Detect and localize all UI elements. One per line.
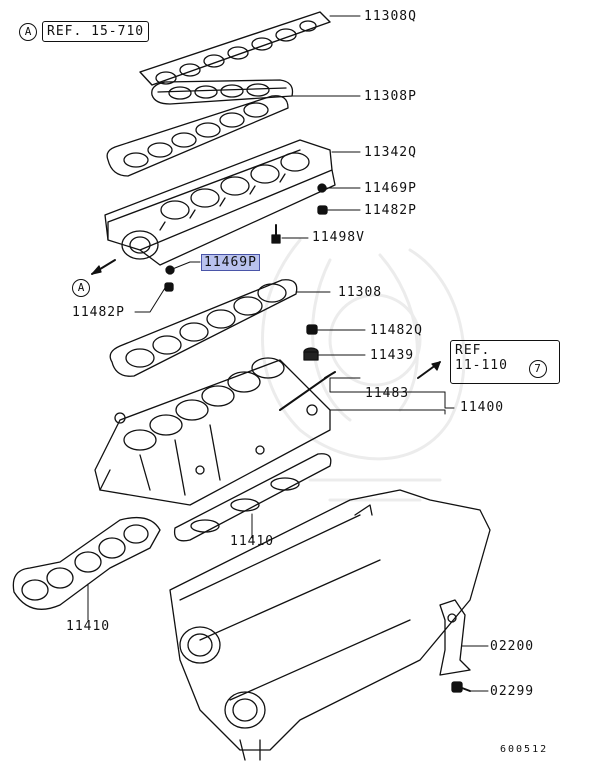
part-label-11482p-left[interactable]: 11482P (72, 305, 125, 320)
ref-15-710-box[interactable]: REF. 15-710 (42, 21, 150, 42)
part-label-11483[interactable]: 11483 (365, 386, 410, 401)
upper-intake-11342q-shape (104, 139, 336, 266)
gasket-11308-shape (109, 279, 298, 377)
lower-intake-11400-shape (94, 357, 331, 506)
gasket-11410-center-shape (173, 453, 332, 542)
part-label-11410-center[interactable]: 11410 (230, 534, 275, 549)
ref-7-circle: 7 (529, 360, 547, 378)
part-11482q-shape (306, 324, 318, 335)
engine-block-shape (169, 489, 491, 761)
part-label-11469p-right[interactable]: 11469P (364, 181, 417, 196)
part-label-11439[interactable]: 11439 (370, 348, 415, 363)
ref-11-110-line2: 11-110 (455, 358, 508, 373)
gasket-11308p-lower-shape (106, 95, 289, 177)
part-label-11498v[interactable]: 11498V (312, 230, 365, 245)
gasket-11410-left-shape (12, 516, 161, 610)
watermark-emblem (261, 238, 466, 502)
part-label-11469p-highlighted[interactable]: 11469P (201, 254, 260, 271)
part-label-11308q[interactable]: 11308Q (364, 9, 417, 24)
diagram-number: 600512 (500, 744, 549, 755)
ref-a-circle: A (19, 23, 37, 41)
bracket-02200-shape (439, 599, 471, 676)
part-label-11308[interactable]: 11308 (338, 285, 383, 300)
return-a-circle: A (72, 279, 90, 297)
part-label-02200[interactable]: 02200 (490, 639, 535, 654)
bolt-02299-shape (451, 681, 471, 693)
leader-lines (87, 15, 489, 692)
part-label-11410-left[interactable]: 11410 (66, 619, 111, 634)
part-label-11482p-right[interactable]: 11482P (364, 203, 417, 218)
small-parts-upper (164, 183, 328, 292)
gasket-11308q-shape (139, 11, 331, 86)
part-label-11342q[interactable]: 11342Q (364, 145, 417, 160)
ref-11-110-box[interactable]: REF. 11-110 7 (450, 340, 560, 384)
part-label-11308p[interactable]: 11308P (364, 89, 417, 104)
part-11439-shape (303, 347, 319, 361)
gasket-11308p-shape (151, 79, 294, 105)
ref-15-710-label: REF. 15-710 (47, 24, 145, 39)
ref-11-110-line1: REF. (455, 343, 491, 358)
part-label-11482q[interactable]: 11482Q (370, 323, 423, 338)
stud-11483-shape (279, 371, 336, 411)
part-label-11400[interactable]: 11400 (460, 400, 505, 415)
part-label-02299[interactable]: 02299 (490, 684, 535, 699)
